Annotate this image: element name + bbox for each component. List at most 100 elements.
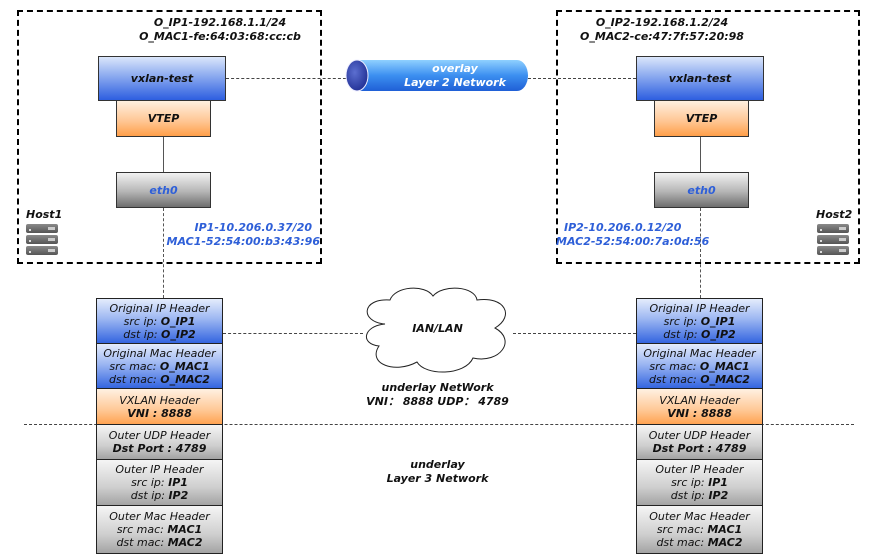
packet-row-field: dst mac: MAC2	[116, 536, 202, 549]
overlay-network-line1: overlay	[432, 62, 478, 75]
packet-field-label: dst mac:	[656, 536, 708, 549]
packet-row-title: Outer Mac Header	[109, 510, 210, 523]
host2-vtep-label: VTEP	[685, 112, 718, 125]
packet-field-value: MAC2	[167, 536, 203, 549]
packet-row-title: Original Mac Header	[103, 346, 216, 360]
packet-field-value: O_IP1	[160, 314, 196, 328]
host1-underlay-ip: IP1-10.206.0.37/20	[194, 221, 312, 234]
packet-row-field: src mac: O_MAC1	[649, 360, 749, 373]
packet-row-title: Outer UDP Header	[108, 429, 211, 442]
packet-field-label: dst ip:	[670, 489, 709, 502]
host2-boundary	[556, 10, 860, 264]
host1-overlay-ip: O_IP1-192.168.1.1/24	[153, 16, 287, 29]
packet-field-value: O_IP1	[700, 314, 736, 328]
underlay-network-label: underlay NetWork VNI： 8888 UDP： 4789	[350, 381, 525, 409]
packet-field-label: dst mac:	[109, 372, 161, 386]
host2-label: Host2	[816, 208, 853, 221]
packet-field-label: src ip:	[131, 476, 169, 489]
packet-row-title: Outer UDP Header	[648, 429, 751, 442]
packet-field-label: dst ip:	[663, 327, 702, 341]
packet-field-value: O_MAC2	[700, 372, 750, 386]
host2-server-icon	[817, 224, 849, 257]
host2-vxlan-interface[interactable]: vxlan-test	[636, 56, 764, 101]
host1-vtep-eth0-link	[163, 137, 164, 172]
packet-field-value: IP2	[708, 489, 729, 502]
packet-field-label: src mac:	[116, 523, 168, 536]
host2-overlay-ip: O_IP2-192.168.1.2/24	[595, 16, 729, 29]
packet-row-field: dst mac: O_MAC2	[649, 373, 750, 386]
packet-row-field: Dst Port : 4789	[113, 442, 207, 455]
host1-vtep[interactable]: VTEP	[116, 100, 211, 137]
packet-field-value: O_MAC2	[160, 372, 210, 386]
host1-underlay-mac: MAC1-52:54:00:b3:43:96	[166, 235, 320, 248]
packet-field-value: O_MAC1	[699, 359, 750, 373]
packet-field-value: O_IP2	[161, 327, 196, 341]
packet-field-value: MAC1	[167, 523, 203, 536]
overlay-underlay-separator	[24, 424, 854, 425]
packet-field-value: VNI : 8888	[127, 406, 192, 420]
packet-field-label: dst mac:	[116, 536, 168, 549]
host2-vtep[interactable]: VTEP	[654, 100, 749, 137]
packet-field-value: IP2	[168, 489, 189, 502]
host2-eth0[interactable]: eth0	[654, 172, 749, 208]
underlay-l3-line1: underlay	[410, 458, 465, 471]
host2-underlay-ip: IP2-10.206.0.12/20	[564, 221, 682, 234]
underlay-network-line2: VNI： 8888 UDP： 4789	[366, 395, 509, 408]
packet-field-label: dst ip:	[130, 489, 169, 502]
host2-vxlan-interface-label: vxlan-test	[668, 72, 732, 85]
packet-field-label: src ip:	[123, 314, 161, 328]
packet-row-field: src ip: IP1	[671, 476, 728, 489]
host1-vxlan-interface[interactable]: vxlan-test	[98, 56, 226, 101]
overlay-network-pipe-icon	[345, 59, 528, 92]
host1-overlay-mac: O_MAC1-fe:64:03:68:cc:cb	[139, 30, 301, 43]
packet-row-field: dst ip: O_IP2	[663, 328, 735, 341]
packet-row-field: src mac: O_MAC1	[109, 360, 209, 373]
underlay-network-line1: underlay NetWork	[381, 381, 494, 394]
host1-eth0-packet-link	[163, 208, 164, 298]
underlay-l3-line2: Layer 3 Network	[386, 472, 489, 485]
host2-underlay-address: IP2-10.206.0.12/20 MAC2-52:54:00:7a:0d:5…	[556, 221, 716, 249]
underlay-l3-label: underlay Layer 3 Network	[350, 458, 525, 486]
packet-row-field: VNI : 8888	[667, 407, 732, 420]
host2-eth0-packet-link	[700, 208, 701, 298]
lan-link-right	[513, 333, 636, 334]
overlay-network-line2: Layer 2 Network	[404, 76, 506, 89]
host1-underlay-address: IP1-10.206.0.37/20 MAC1-52:54:00:b3:43:9…	[160, 221, 320, 249]
lan-cloud-label: IAN/LAN	[412, 322, 463, 335]
packet-field-label: dst ip:	[123, 327, 162, 341]
packet-field-label: src mac:	[656, 523, 708, 536]
host1-server-icon	[26, 224, 58, 257]
packet-field-label: src mac:	[109, 359, 160, 373]
packet-row-field: dst ip: IP2	[671, 489, 729, 502]
packet-row-field: dst mac: MAC2	[656, 536, 742, 549]
host1-boundary	[17, 10, 322, 264]
packet-row-field: src mac: MAC1	[117, 523, 202, 536]
packet-row-field: src ip: IP1	[131, 476, 188, 489]
host2-eth0-label: eth0	[687, 183, 716, 197]
packet-row-title: Outer Mac Header	[649, 510, 750, 523]
overlay-link-left	[226, 78, 346, 79]
host1-label: Host1	[26, 208, 63, 221]
packet-row-field: Dst Port : 4789	[653, 442, 747, 455]
host1-vxlan-interface-label: vxlan-test	[130, 72, 194, 85]
host2-overlay-address: O_IP2-192.168.1.2/24 O_MAC2-ce:47:7f:57:…	[572, 16, 752, 44]
packet-field-label: src mac:	[649, 359, 700, 373]
packet-field-value: VNI : 8888	[667, 406, 732, 420]
packet-field-value: Dst Port : 4789	[652, 442, 747, 455]
packet-row-field: dst ip: O_IP2	[123, 328, 195, 341]
overlay-network-label: overlay Layer 2 Network	[385, 62, 525, 90]
host1-eth0[interactable]: eth0	[116, 172, 211, 208]
packet-row-title: Original Mac Header	[643, 346, 756, 360]
host2-vtep-eth0-link	[700, 137, 701, 172]
host2-overlay-mac: O_MAC2-ce:47:7f:57:20:98	[580, 30, 744, 43]
